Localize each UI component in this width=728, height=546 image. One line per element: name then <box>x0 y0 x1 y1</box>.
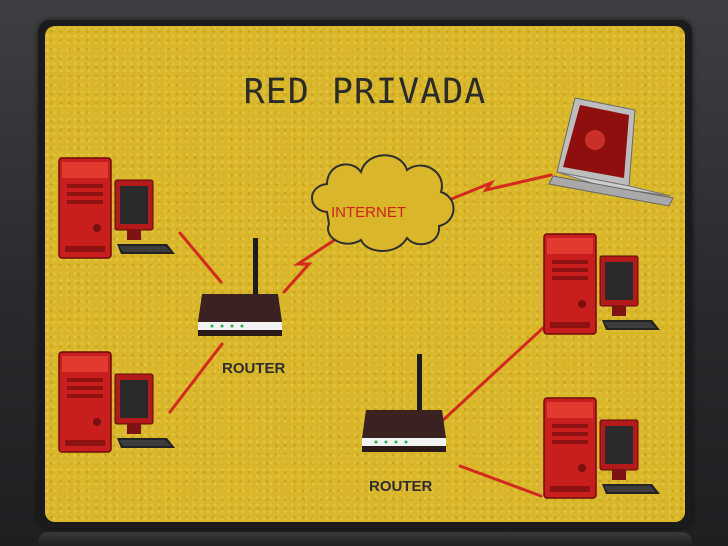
link-router2-pc4 <box>439 326 545 424</box>
laptop-icon <box>548 97 674 207</box>
link-router2-pc5 <box>458 464 543 498</box>
cloud-icon <box>311 154 455 252</box>
link-router1-internet <box>282 239 335 294</box>
link-pc2-router1 <box>168 342 224 414</box>
link-pc1-router1 <box>178 231 223 284</box>
network-diagram <box>58 97 674 499</box>
page-title: RED PRIVADA <box>243 72 487 112</box>
desktop-computer-icon <box>58 157 176 259</box>
router-label-left: ROUTER <box>222 360 286 377</box>
desktop-computer-icon <box>58 351 176 453</box>
slide-reflection <box>38 532 692 546</box>
connection-lines <box>168 173 553 498</box>
diagram-panel: RED PRIVADA INTERNET ROUTER ROUTER <box>45 26 685 522</box>
link-internet-laptop <box>447 173 553 202</box>
desktop-computer-icon <box>543 233 661 335</box>
router-icon <box>198 238 282 336</box>
desktop-computer-icon <box>543 397 661 499</box>
slide-frame: RED PRIVADA INTERNET ROUTER ROUTER <box>38 20 692 528</box>
router-icon <box>362 354 446 452</box>
internet-label: INTERNET <box>331 204 406 221</box>
router-label-right: ROUTER <box>369 478 433 495</box>
